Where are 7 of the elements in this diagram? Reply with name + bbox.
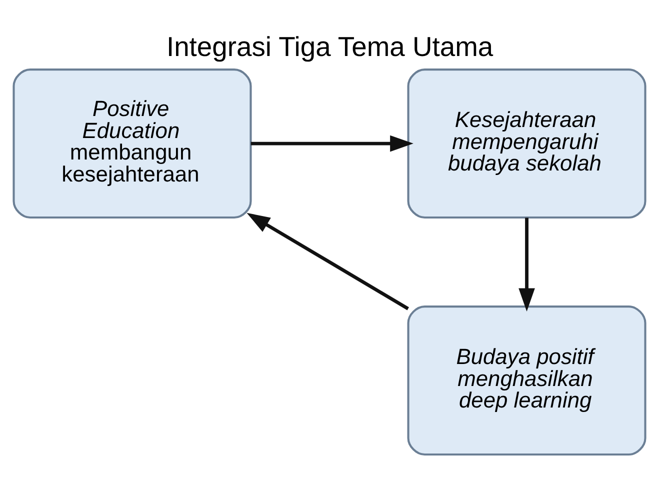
node-box: Positive Education membangun kesejahteraan [12, 68, 252, 218]
arrow [250, 134, 414, 152]
node-box: Budaya positif menghasilkan deep learning [407, 305, 646, 456]
node-box: Kesejahteraan mempengaruhi budaya sekolah [407, 68, 646, 218]
arrow [518, 217, 535, 312]
arrow [246, 212, 409, 310]
diagram-title: Integrasi Tiga Tema Utama [166, 30, 494, 62]
